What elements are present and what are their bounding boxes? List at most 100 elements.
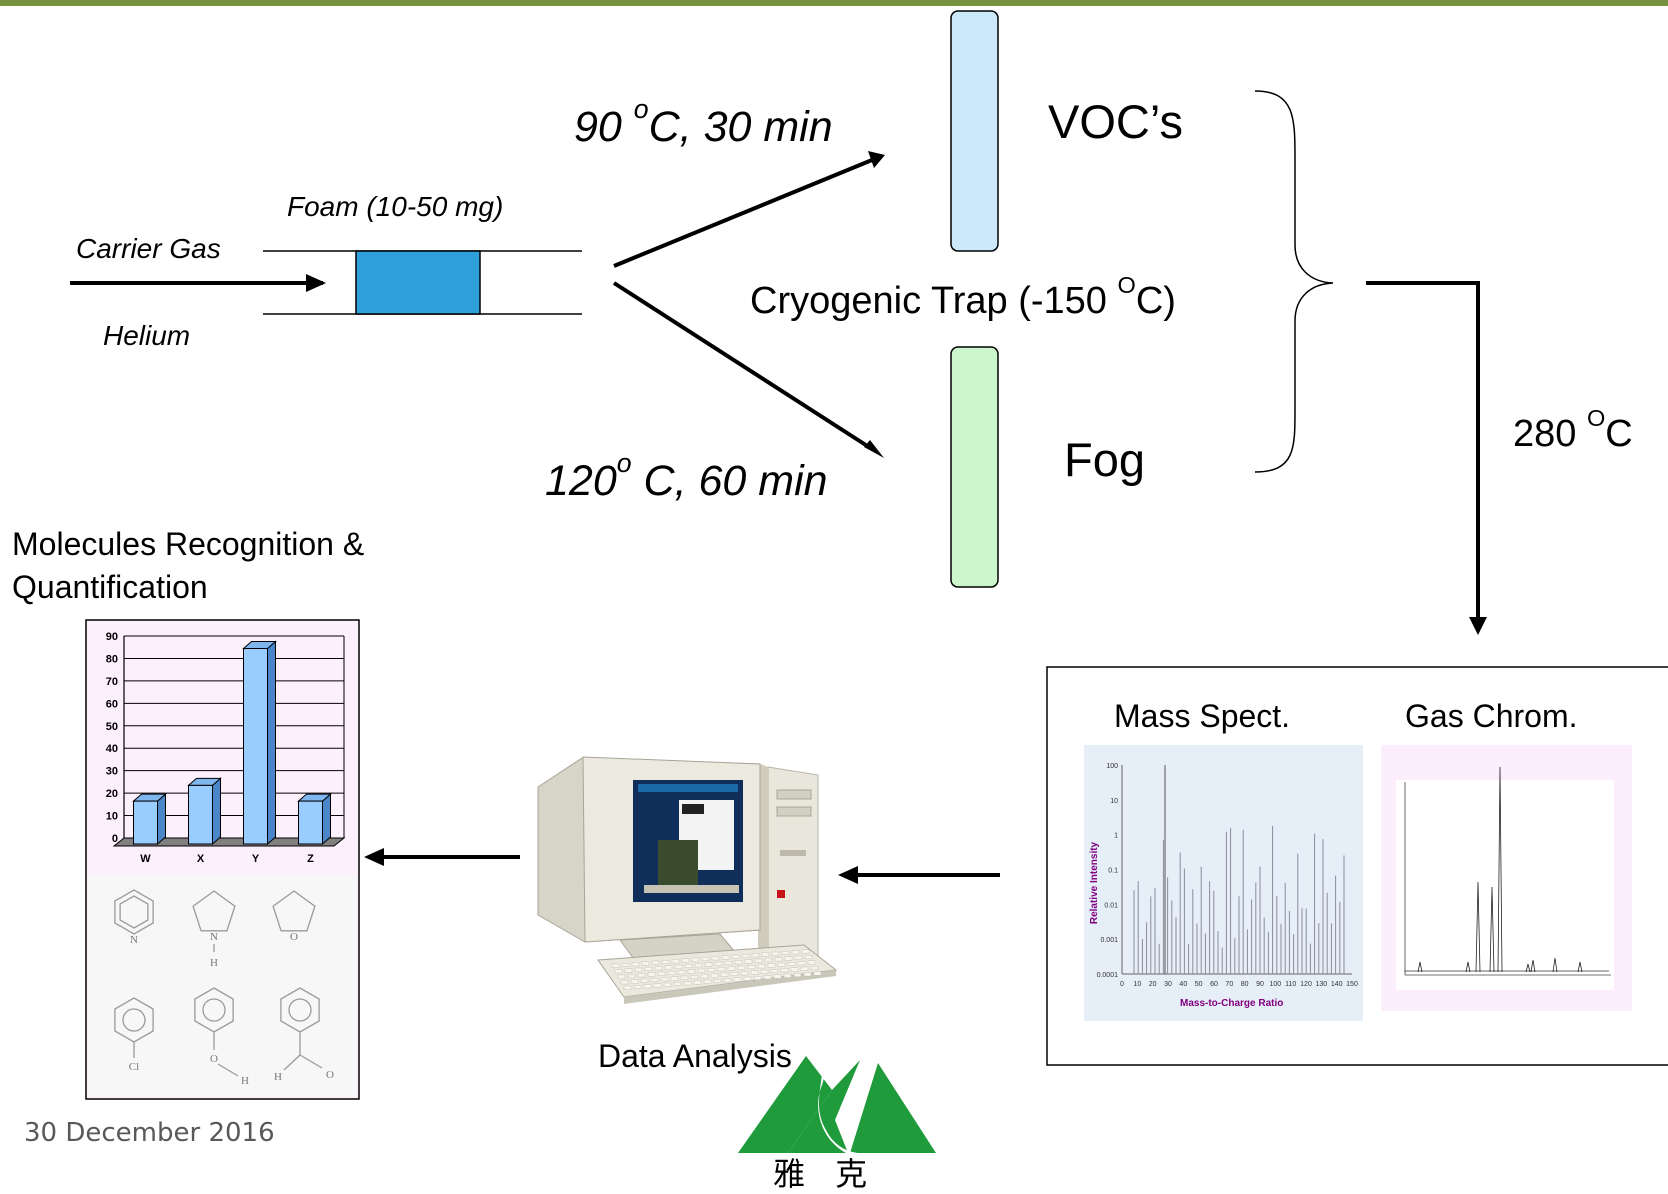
keyboard-key: [701, 957, 710, 961]
keyboard-key: [737, 965, 746, 970]
bar: [298, 800, 323, 845]
keyboard-key: [787, 962, 796, 966]
ms-x-tick: 130: [1315, 981, 1327, 988]
keyboard-key: [714, 961, 723, 966]
atom-label: H: [210, 957, 218, 969]
keyboard-key: [630, 979, 639, 984]
atom-label: O: [290, 931, 298, 943]
keyboard-key: [691, 957, 700, 962]
keyboard-key: [657, 971, 666, 976]
ms-x-tick: 20: [1149, 981, 1157, 988]
keyboard-key: [617, 974, 626, 979]
ms-y-tick: 0.0001: [1097, 972, 1119, 979]
keyboard-key: [807, 960, 816, 965]
keyboard-key: [761, 952, 770, 957]
x-tick-label: Z: [307, 853, 314, 865]
keyboard-key: [734, 960, 743, 965]
keyboard-key: [731, 954, 740, 959]
keyboard-key: [800, 966, 809, 971]
keyboard-key: [744, 959, 753, 964]
ms-x-tick: 90: [1256, 981, 1264, 988]
keyboard-key: [704, 962, 713, 967]
gc-peak: [1489, 886, 1495, 973]
mass-spect-title: Mass Spect.: [1114, 698, 1291, 734]
pyridine-structure: [114, 889, 154, 935]
keyboard-key: [663, 982, 672, 987]
pyrrole-structure: [192, 890, 236, 932]
keyboard-key: [640, 978, 649, 983]
keyboard-key: [653, 983, 662, 988]
bar: [188, 784, 213, 845]
gc-peak: [1530, 959, 1536, 973]
ms-y-tick: 0.001: [1100, 937, 1118, 944]
keyboard-key: [687, 969, 696, 974]
ms-x-tick: 30: [1164, 981, 1172, 988]
keyboard-key: [753, 976, 762, 980]
keyboard-key: [650, 978, 659, 982]
footer-date: 30 December 2016: [24, 1118, 275, 1148]
ms-y-tick: 0.1: [1108, 868, 1118, 875]
keyboard-key: [627, 974, 636, 978]
keyboard-key: [724, 961, 733, 965]
top-accent-bar: [0, 0, 1668, 6]
ms-x-tick: 140: [1331, 981, 1343, 988]
foam-label: Foam (10-50 mg): [287, 191, 504, 222]
keyboard-key: [810, 966, 819, 970]
y-tick-label: 70: [106, 676, 118, 688]
ms-y-tick: 100: [1106, 763, 1118, 770]
keyboard-key: [781, 951, 790, 955]
keyboard-key: [623, 985, 632, 990]
keyboard-key: [634, 967, 643, 972]
atom-label: N: [130, 934, 138, 946]
keyboard-key: [660, 977, 669, 982]
ms-x-tick: 80: [1241, 981, 1249, 988]
keyboard-key: [793, 973, 802, 977]
keyboard-key: [771, 951, 780, 956]
y-tick-label: 50: [106, 721, 118, 733]
keyboard-key: [743, 976, 752, 981]
keyboard-key: [754, 958, 763, 963]
keyboard-key: [711, 956, 720, 961]
bar: [243, 647, 268, 845]
keyboard-key: [720, 972, 729, 977]
x-tick-label: Y: [252, 853, 260, 865]
keyboard-key: [717, 967, 726, 972]
keyboard-key: [693, 980, 702, 985]
y-tick-label: 0: [112, 833, 118, 845]
voc-trap-label: VOC’s: [1048, 95, 1183, 148]
keyboard-key: [721, 955, 730, 960]
x-tick-label: W: [140, 853, 151, 865]
foam-sample: [355, 250, 481, 315]
gc-baseline: [1404, 970, 1609, 972]
fog-condition-label: 120o C, 60 min: [545, 448, 828, 505]
keyboard-key: [790, 967, 799, 972]
result-title-line2: Quantification: [12, 569, 208, 605]
gc-peak: [1417, 961, 1423, 973]
instrument-box: [1046, 666, 1668, 1066]
result-title-line1: Molecules Recognition &: [12, 526, 365, 562]
ms-x-tick: 50: [1195, 981, 1203, 988]
carrier-gas-arrowhead: [306, 274, 326, 292]
ms-y-tick: 1: [1114, 833, 1118, 840]
atom-label: O: [326, 1069, 334, 1081]
arrow-to-results-head: [364, 848, 384, 866]
keyboard-key: [740, 971, 749, 976]
keyboard-key: [667, 971, 676, 975]
arrow-to-voc: [613, 158, 873, 268]
keyboard-key: [733, 977, 742, 982]
cryogenic-trap-label: Cryogenic Trap (-150 OC): [750, 271, 1176, 322]
fog-trap-column: [950, 346, 999, 588]
keyboard-key: [611, 963, 620, 968]
keyboard-key: [751, 953, 760, 958]
keyboard-key: [654, 966, 663, 971]
keyboard-key: [760, 969, 769, 974]
molecule-panel: [88, 875, 356, 1097]
keyboard-key: [697, 968, 706, 973]
keyboard-key: [673, 982, 682, 986]
keyboard-key: [690, 975, 699, 979]
gc-peak: [1577, 961, 1583, 973]
keyboard-key: [694, 963, 703, 968]
